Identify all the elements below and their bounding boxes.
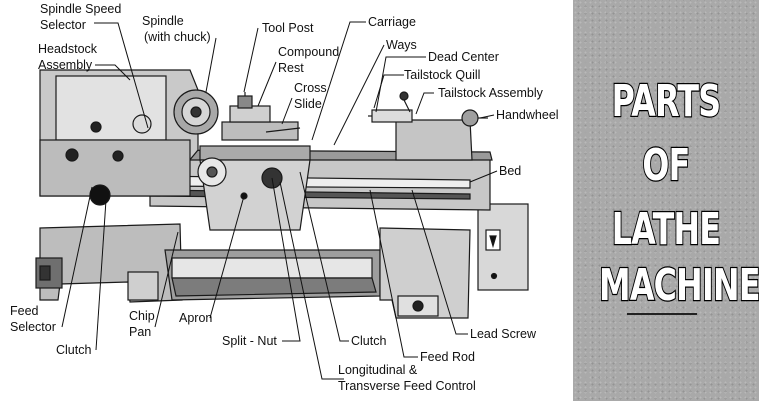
title-line-parts: PARTS <box>611 75 722 129</box>
title-line-of: OF <box>642 139 692 193</box>
label-feed-selector-line2: Selector <box>10 320 56 334</box>
label-clutch-right: Clutch <box>351 334 386 348</box>
label-split-nut: Split - Nut <box>222 334 277 348</box>
label-ways: Ways <box>386 38 417 52</box>
label-compound-rest-line2: Rest <box>278 61 304 75</box>
label-spindle-speed-selector-line2: Selector <box>40 18 86 32</box>
label-tool-post: Tool Post <box>262 21 314 35</box>
label-headstock-assembly-line1: Headstock <box>38 42 98 56</box>
label-spindle-speed-selector-line1: Spindle Speed <box>40 2 121 16</box>
label-lead-screw: Lead Screw <box>470 327 537 341</box>
label-feed-selector-line1: Feed <box>10 304 39 318</box>
label-feed-rod: Feed Rod <box>420 350 475 364</box>
title-panel: PARTS OF LATHE MACHINE <box>573 0 759 401</box>
label-longitudinal-transverse-line2: Transverse Feed Control <box>338 379 476 393</box>
label-tailstock-quill: Tailstock Quill <box>404 68 480 82</box>
title-underline <box>627 313 697 315</box>
label-cross-slide-line1: Cross <box>294 81 327 95</box>
lathe-machine-illustration <box>35 69 529 319</box>
label-carriage: Carriage <box>368 15 416 29</box>
leader-lines <box>61 21 498 380</box>
label-spindle-line2: (with chuck) <box>144 30 211 44</box>
label-dead-center: Dead Center <box>428 50 499 64</box>
label-headstock-assembly-line2: Assembly <box>38 58 93 72</box>
title-line-machine: MACHINE <box>598 259 759 313</box>
label-spindle-line1: Spindle <box>142 14 184 28</box>
label-longitudinal-transverse-line1: Longitudinal & <box>338 363 418 377</box>
label-cross-slide-line2: Slide <box>294 97 322 111</box>
label-handwheel: Handwheel <box>496 108 559 122</box>
title-line-lathe: LATHE <box>611 203 722 257</box>
label-compound-rest-line1: Compound <box>278 45 339 59</box>
label-chip-pan-line1: Chip <box>129 309 155 323</box>
label-bed: Bed <box>499 164 521 178</box>
lathe-diagram: Spindle Speed Selector Headstock Assembl… <box>10 2 559 393</box>
label-clutch-left: Clutch <box>56 343 91 357</box>
label-tailstock-assembly: Tailstock Assembly <box>438 86 544 100</box>
label-chip-pan-line2: Pan <box>129 325 151 339</box>
label-apron: Apron <box>179 311 212 325</box>
part-labels: Spindle Speed Selector Headstock Assembl… <box>10 2 559 393</box>
